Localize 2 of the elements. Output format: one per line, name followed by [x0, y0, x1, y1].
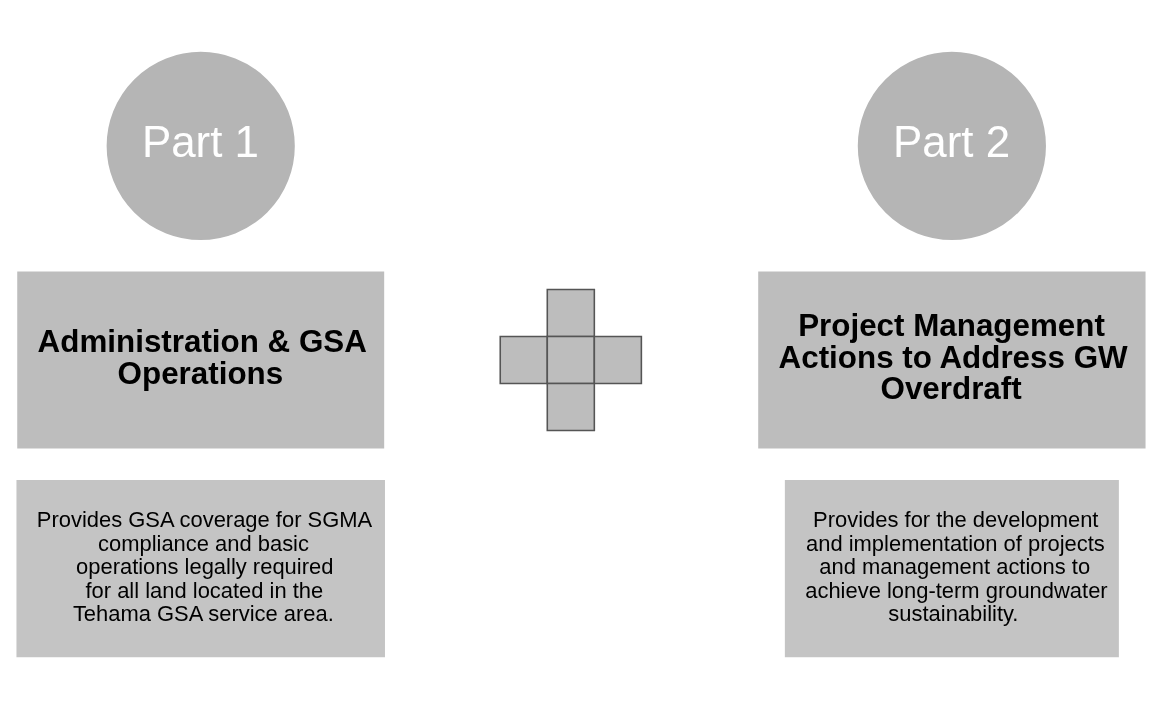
- node-box: Project Management Actions to Address GW Overdraft: [755, 268, 1149, 452]
- node-box: Administration & GSA Operations: [14, 268, 388, 452]
